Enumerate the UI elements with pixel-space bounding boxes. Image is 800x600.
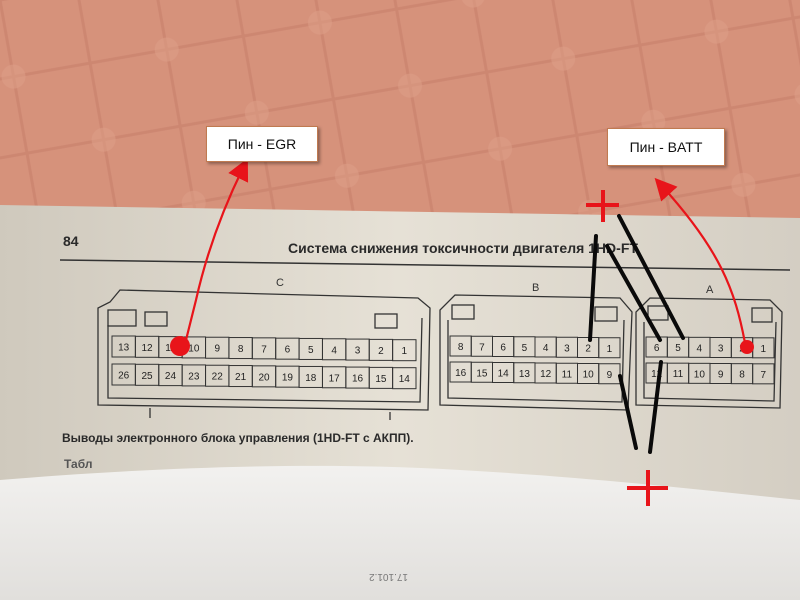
spine-text: 17.101.2 xyxy=(369,571,408,582)
diagram-caption: Выводы электронного блока управления (1H… xyxy=(62,431,414,445)
page-number: 84 xyxy=(63,233,79,249)
connector-a-bottom-row: 12 11 10 9 8 7 xyxy=(645,362,775,385)
connector-a-pin-number: 1 xyxy=(761,344,767,355)
connector-c-pin-number: 6 xyxy=(285,345,291,356)
connector-c-pin-number: 26 xyxy=(118,371,130,382)
connector-c-pin-number: 5 xyxy=(308,345,314,356)
connector-a-pin-number: 11 xyxy=(673,369,684,380)
connector-a-letter: A xyxy=(706,284,714,296)
connector-c-letter: C xyxy=(276,277,284,289)
connector-c-pin-number: 20 xyxy=(258,372,270,383)
plus-marker-top xyxy=(586,190,619,222)
connector-c-pin-number: 17 xyxy=(329,373,341,384)
batt-arrow xyxy=(654,177,747,344)
connector-c-pin-number: 14 xyxy=(399,374,411,385)
plus-marker-bottom xyxy=(627,470,668,506)
connector-c-cell xyxy=(392,339,417,362)
connector-a-pin-number: 12 xyxy=(651,369,663,380)
connector-a-pin-number: 4 xyxy=(697,343,703,354)
egr-arrow xyxy=(184,158,249,341)
connector-b-pin-number: 11 xyxy=(562,369,573,380)
connector-c-pin-number: 9 xyxy=(214,344,220,355)
connector-c-pin-number: 24 xyxy=(165,371,177,382)
connector-b-pin-number: 2 xyxy=(585,344,591,355)
connector-c-bottom-row: 26 25 24 23 22 21 20 19 18 17 16 15 14 xyxy=(111,363,417,390)
connector-b-pin-number: 13 xyxy=(519,369,531,380)
connector-c-pin-number: 7 xyxy=(261,344,267,355)
connector-c-pin-number: 16 xyxy=(352,374,364,385)
connector-c-pin-number: 19 xyxy=(282,373,294,384)
connector-c-pin-number: 13 xyxy=(118,343,130,354)
connector-a-pin-number: 9 xyxy=(718,370,724,381)
connector-a-pin-number: 10 xyxy=(694,369,706,380)
connector-c-pin-number: 4 xyxy=(331,345,337,356)
connector-a-pin-number: 3 xyxy=(718,344,724,355)
connector-b-pin-number: 7 xyxy=(479,342,485,353)
connector-b-top-row: 8 7 6 5 4 3 2 1 xyxy=(449,335,621,359)
connector-c-pin-number: 1 xyxy=(402,346,408,357)
egr-pin-marker xyxy=(170,336,190,356)
connector-a-cell xyxy=(752,363,775,385)
egr-pin-label: Пин - EGR xyxy=(206,126,318,162)
connector-b-letter: B xyxy=(532,282,539,294)
connector-c xyxy=(97,289,431,420)
connector-b-pin-number: 5 xyxy=(522,343,528,354)
connector-a-pin-number: 8 xyxy=(739,370,745,381)
connector-b-pin-number: 1 xyxy=(607,344,613,355)
connector-b-pin-number: 4 xyxy=(543,343,549,354)
connector-c-pin-number: 2 xyxy=(378,346,384,357)
overlapping-paper-sheet xyxy=(0,465,800,600)
connector-b xyxy=(439,294,633,411)
connector-a-pin-number: 6 xyxy=(654,343,660,354)
connector-c-pin-number: 21 xyxy=(235,372,247,383)
connector-c-pin-number: 15 xyxy=(375,374,387,385)
batt-pin-label: Пин - BATT xyxy=(607,128,725,166)
connector-b-pin-number: 16 xyxy=(455,368,467,379)
connector-b-pin-number: 14 xyxy=(498,369,510,380)
connector-b-pin-number: 8 xyxy=(458,342,464,353)
connector-a xyxy=(635,297,783,409)
table-caption-partial: Табл xyxy=(64,457,92,471)
connector-b-bottom-row: 16 15 14 13 12 11 10 9 xyxy=(449,361,621,385)
connector-c-pin-number: 3 xyxy=(355,346,361,357)
connector-b-pin-number: 15 xyxy=(476,368,488,379)
connector-c-pin-number: 18 xyxy=(305,373,317,384)
batt-pin-marker xyxy=(740,340,754,354)
connector-c-cell xyxy=(392,367,417,390)
connector-c-pin-number: 10 xyxy=(188,343,200,354)
connector-c-pin-number: 12 xyxy=(142,343,154,354)
connector-a-pin-number: 5 xyxy=(675,343,681,354)
header-rule xyxy=(59,259,791,271)
connector-b-pin-number: 10 xyxy=(583,370,595,381)
connector-a-pin-number: 7 xyxy=(761,370,767,381)
connector-c-pin-number: 8 xyxy=(238,344,244,355)
page-heading: Система снижения токсичности двигателя 1… xyxy=(288,240,638,256)
wire-lines xyxy=(588,214,685,454)
connector-b-cell xyxy=(598,337,621,359)
connector-c-pin-number: 25 xyxy=(142,371,154,382)
connector-c-pin-number: 22 xyxy=(212,372,224,383)
connector-b-cell xyxy=(598,363,621,385)
connector-b-pin-number: 6 xyxy=(500,343,506,354)
connector-c-pin-number: 23 xyxy=(188,371,200,382)
connector-b-pin-number: 3 xyxy=(564,343,570,354)
connector-b-pin-number: 12 xyxy=(540,369,552,380)
connector-b-pin-number: 9 xyxy=(607,370,613,381)
